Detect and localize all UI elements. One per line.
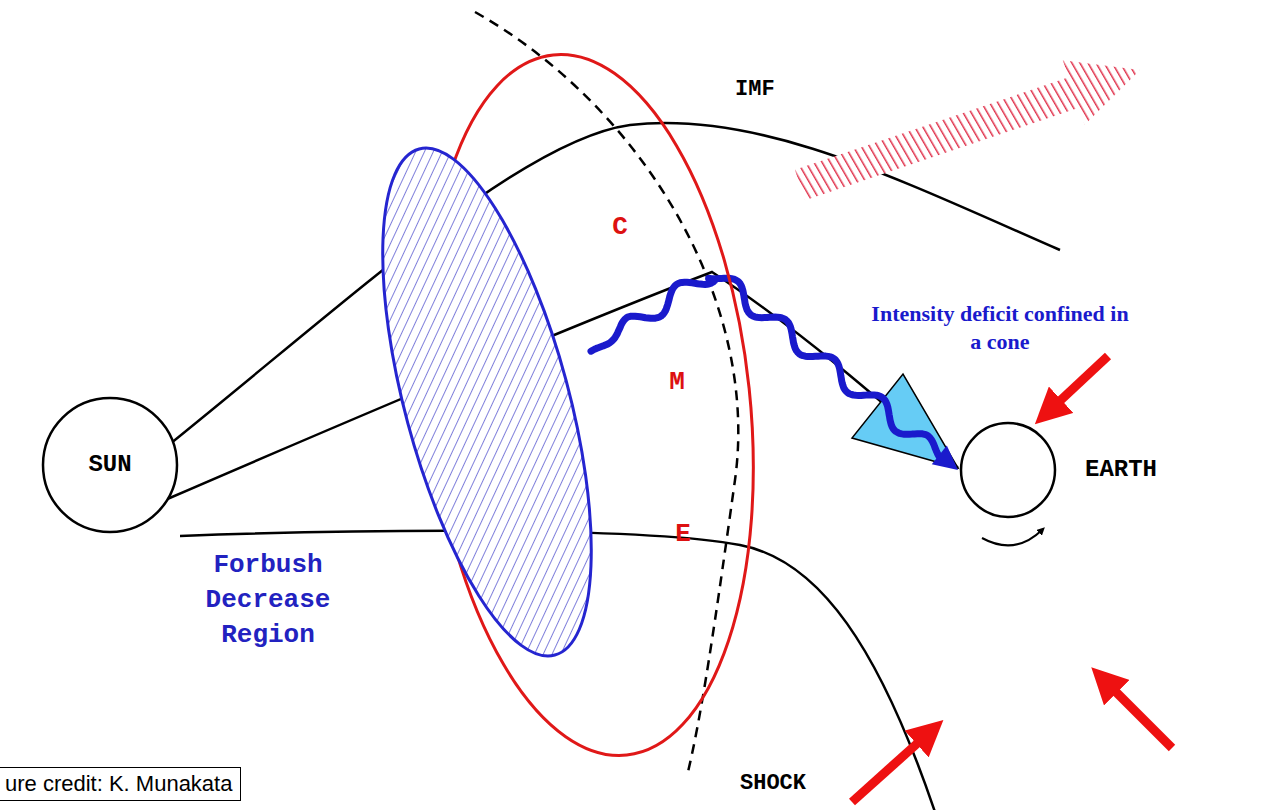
shock-label: SHOCK <box>740 770 806 798</box>
earth-circle-outline <box>960 422 1056 518</box>
earth-label: EARTH <box>1085 454 1157 486</box>
motion-arrow <box>795 60 1140 200</box>
arrow-head <box>932 446 958 470</box>
sun-circle: SUN <box>42 397 178 533</box>
region-label: Forbush Decrease Region <box>193 548 343 653</box>
cme-letter: C <box>612 210 628 245</box>
field-label: IMF <box>735 76 775 104</box>
cone-note: Intensity deficit confined in a cone <box>870 300 1130 355</box>
cosmic-ray-arrow <box>1104 680 1172 748</box>
sun-label: SUN <box>88 449 131 481</box>
cosmic-ray-arrow <box>852 732 930 802</box>
earth-circle: EARTH <box>960 422 1056 518</box>
cme-letter: E <box>675 517 691 552</box>
forbush-region-outline <box>383 148 591 656</box>
cosmic-ray-arrow <box>1048 356 1108 412</box>
credit-note: ure credit: K. Munakata <box>0 767 241 801</box>
forbush-region: Forbush Decrease Region <box>383 148 591 656</box>
cme-letter: M <box>669 365 685 400</box>
rotation-arrow <box>982 530 1042 545</box>
